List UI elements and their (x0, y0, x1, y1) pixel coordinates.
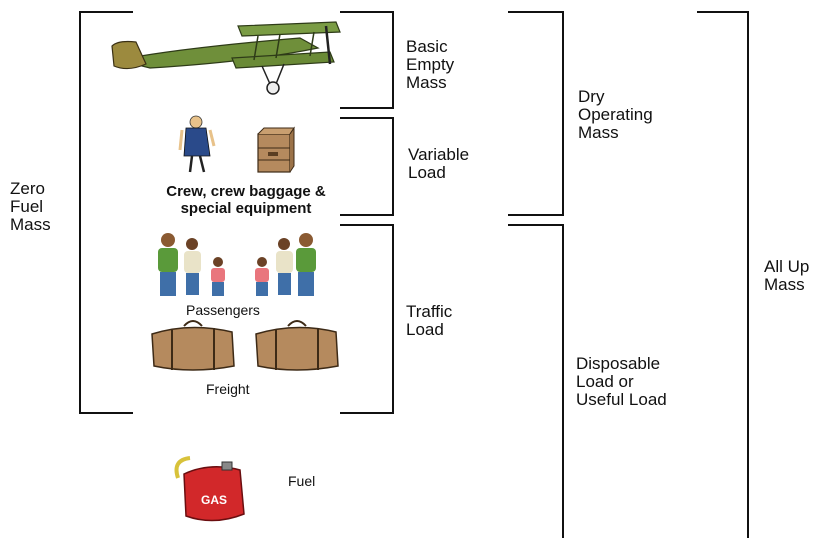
crew-person-icon (178, 115, 216, 173)
zero-fuel-mass-bracket (79, 11, 133, 414)
zero-fuel-mass-label: Zero Fuel Mass (10, 179, 51, 234)
passengers-caption: Passengers (186, 302, 260, 318)
variable-load-bracket (340, 117, 394, 216)
all-up-mass-label: All Up Mass (764, 257, 810, 294)
fuel-can-icon (174, 456, 245, 522)
disposable-load-label: Disposable Load or Useful Load (576, 354, 667, 409)
traffic-load-label: Traffic Load (406, 302, 453, 339)
traffic-load-bracket (340, 224, 394, 414)
dry-operating-mass-bracket (508, 11, 564, 216)
variable-load-label: Variable Load (408, 145, 470, 182)
freight-bag-right-icon (255, 320, 339, 371)
basic-empty-mass-label: Basic Empty Mass (406, 37, 455, 92)
gas-can-label: GAS (201, 493, 227, 507)
passengers-family-left-icon (158, 233, 225, 296)
dry-operating-mass-label: Dry Operating Mass (578, 87, 653, 142)
fuel-caption: Fuel (288, 473, 316, 489)
crew-caption: Crew, crew baggage & special equipment (166, 183, 326, 217)
disposable-load-bracket (508, 224, 564, 538)
biplane-icon (111, 21, 341, 95)
crew-baggage-icon (257, 126, 295, 173)
freight-caption: Freight (206, 381, 250, 397)
passengers-family-right-icon (255, 233, 316, 296)
basic-empty-mass-bracket (340, 11, 394, 109)
freight-bag-left-icon (151, 320, 235, 371)
all-up-mass-bracket (697, 11, 749, 538)
